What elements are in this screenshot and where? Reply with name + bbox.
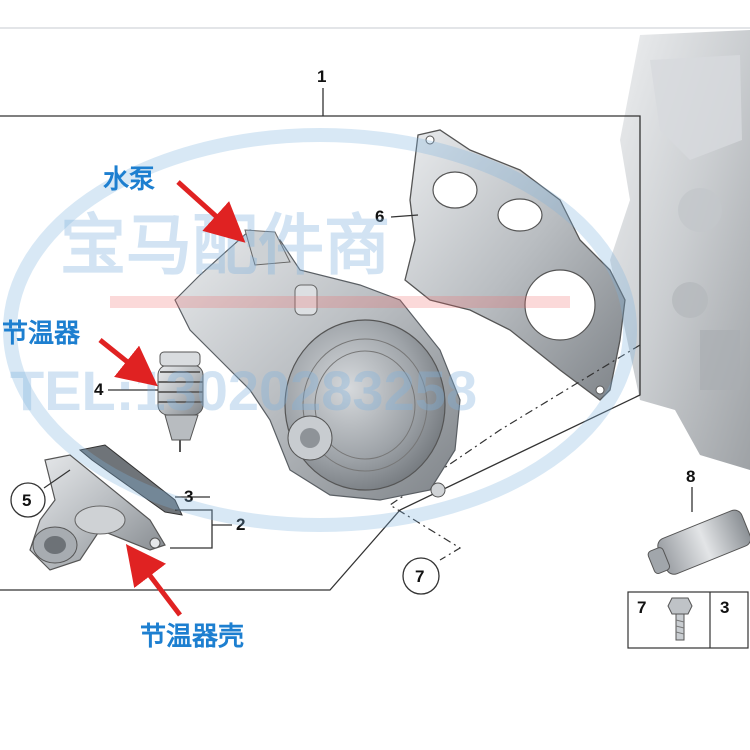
callout-1: 1: [317, 67, 326, 86]
bolt-icon: [667, 597, 693, 641]
label-thermostat-housing: 节温器壳: [140, 622, 244, 652]
callout-8: 8: [686, 467, 695, 486]
thermostat-housing: [29, 454, 166, 571]
watermark: 宝马配件商 TEL:13020283258: [3, 128, 637, 532]
label-water-pump: 水泵: [103, 165, 155, 195]
callout-5: 5: [22, 491, 31, 510]
fastener-legend: 7 3: [627, 591, 749, 649]
callout-7-circle: [402, 557, 440, 595]
callout-6: 6: [375, 207, 384, 226]
callout-3: 3: [184, 487, 193, 506]
legend-number-3: 3: [720, 598, 729, 617]
callout-5-circle: [10, 482, 46, 518]
label-thermostat: 节温器: [2, 319, 81, 349]
watermark-shop-name: 宝马配件商: [60, 207, 390, 284]
legend-number-7: 7: [637, 598, 646, 617]
dowel-pin: [647, 509, 750, 575]
gasket-ring: [78, 444, 183, 516]
callout-2: 2: [236, 515, 245, 534]
gasket-6: [404, 129, 626, 401]
thermostat: [157, 351, 204, 452]
watermark-tel: TEL:13020283258: [10, 359, 477, 422]
callout-7: 7: [415, 567, 424, 586]
water-pump: [174, 229, 461, 501]
engine-block: [610, 30, 750, 470]
callout-4: 4: [94, 380, 104, 399]
assembly-outline: [0, 115, 641, 591]
